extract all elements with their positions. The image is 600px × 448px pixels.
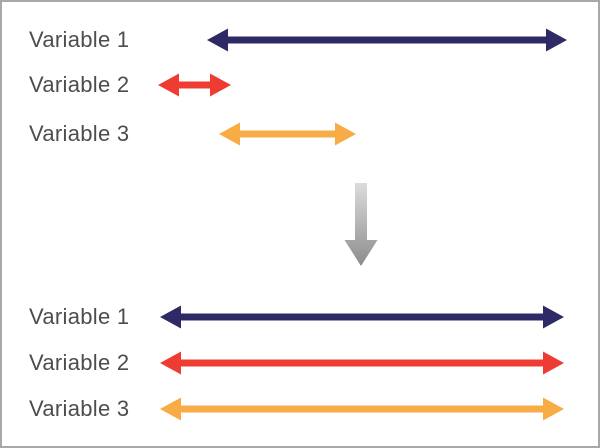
variable-label-after-3: Variable 3 (29, 396, 130, 421)
variable-label-after-2: Variable 2 (29, 350, 130, 375)
down-arrow-icon (344, 183, 378, 266)
variable-label-after-1: Variable 1 (29, 304, 130, 329)
range-arrow-before-variable-1 (207, 28, 567, 52)
variable-label-before-2: Variable 2 (29, 72, 130, 97)
range-arrow-after-variable-1 (160, 305, 564, 329)
range-arrow-after-variable-2 (160, 351, 564, 375)
range-arrow-before-variable-2 (158, 73, 231, 97)
range-arrow-before-variable-3 (219, 122, 356, 146)
variable-label-before-3: Variable 3 (29, 121, 130, 146)
range-arrow-after-variable-3 (160, 397, 564, 421)
variable-label-before-1: Variable 1 (29, 27, 130, 52)
